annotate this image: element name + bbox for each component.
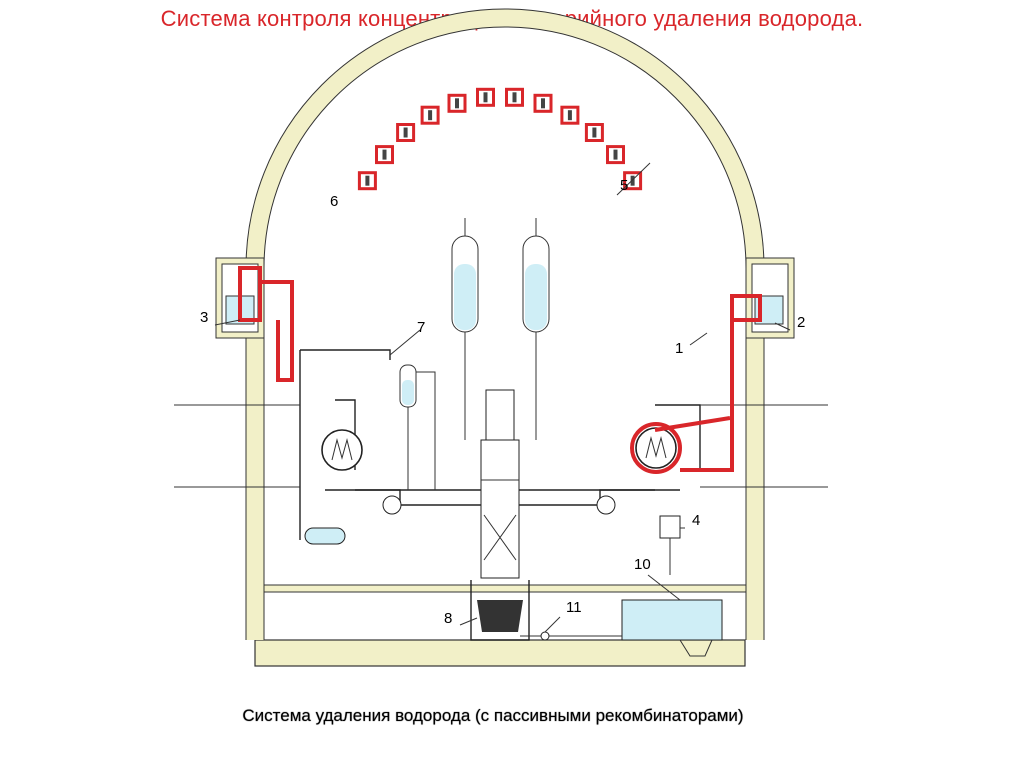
label-4: 4 bbox=[692, 512, 700, 529]
label-2: 2 bbox=[797, 314, 805, 331]
label-5: 5 bbox=[620, 177, 628, 194]
recombinator-icon bbox=[420, 105, 440, 125]
containment-wall-inner bbox=[263, 26, 747, 640]
chemical-tank bbox=[659, 515, 681, 539]
label-6: 6 bbox=[330, 193, 338, 210]
base-slab bbox=[254, 639, 746, 667]
recombinator-icon bbox=[396, 123, 416, 142]
pressurizer bbox=[399, 364, 436, 490]
drain-tank bbox=[304, 527, 346, 545]
core-catcher bbox=[470, 580, 530, 641]
recombinator-icon bbox=[476, 87, 495, 107]
pump-left bbox=[382, 495, 402, 515]
label-1: 1 bbox=[675, 340, 683, 357]
steam-generator-right bbox=[635, 427, 677, 469]
recombinator-icon bbox=[584, 123, 604, 142]
red-circle-sg bbox=[630, 422, 682, 474]
containment-wall-fill bbox=[246, 9, 764, 640]
recombinator-icon bbox=[623, 171, 643, 191]
valve-11 bbox=[540, 631, 550, 641]
water-pool bbox=[621, 599, 723, 657]
accumulator-left bbox=[451, 218, 479, 333]
red-line-right bbox=[680, 294, 762, 472]
accumulator-right bbox=[522, 218, 550, 333]
red-line-left bbox=[238, 266, 294, 382]
label-8: 8 bbox=[444, 610, 452, 627]
recombinator-icon bbox=[606, 145, 625, 165]
diagram-caption: Система удаления водорода (с пассивными … bbox=[242, 706, 744, 725]
pump-right bbox=[596, 495, 616, 515]
label-3: 3 bbox=[200, 309, 208, 326]
floor-slab bbox=[263, 584, 747, 593]
recombinator-icon bbox=[560, 105, 580, 125]
recombinator-icon bbox=[505, 87, 524, 107]
recombinator-icon bbox=[447, 93, 467, 113]
reactor-vessel bbox=[480, 389, 520, 579]
steam-generator-left bbox=[321, 429, 363, 471]
recombinator-icon bbox=[357, 171, 377, 191]
label-7: 7 bbox=[417, 319, 425, 336]
label-11: 11 bbox=[566, 599, 582, 616]
label-10: 10 bbox=[634, 556, 651, 573]
containment-wall-outer bbox=[245, 8, 765, 640]
recombinator-icon bbox=[375, 145, 394, 165]
recombinator-icon bbox=[533, 93, 553, 113]
recombinator-group bbox=[357, 87, 643, 191]
